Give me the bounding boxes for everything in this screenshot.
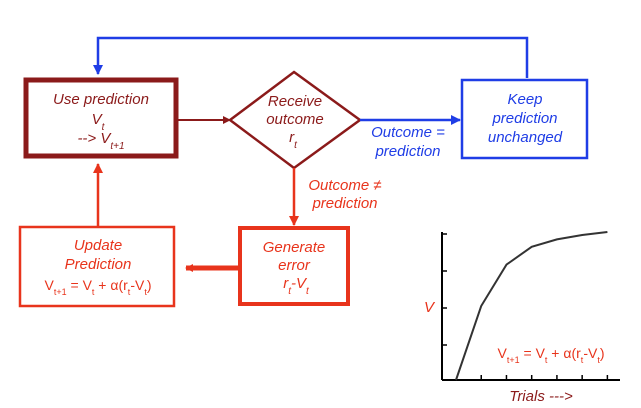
keep-line3: unchanged xyxy=(488,129,563,146)
receive-rt: rt xyxy=(289,129,298,151)
learning-curve-line xyxy=(455,231,608,381)
use-prediction-vt: Vt xyxy=(92,111,106,133)
use-prediction-next: --> Vt+1 xyxy=(77,130,124,152)
update-formula: Vt+1 = Vt + α(rt-Vt) xyxy=(45,277,152,297)
use-prediction-title: Use prediction xyxy=(53,91,149,108)
update-line2: Prediction xyxy=(65,256,132,273)
chart-x-label: Trials ---> xyxy=(509,388,573,405)
chart-ticks xyxy=(442,233,609,380)
generate-error-formula: rt-Vt xyxy=(283,275,310,297)
keep-line1: Keep xyxy=(507,91,542,108)
update-line1: Update xyxy=(74,237,122,254)
outcome-equal-line1: Outcome = xyxy=(371,124,445,141)
receive-line1: Receive xyxy=(268,93,322,110)
generate-line1: Generate xyxy=(263,239,326,256)
outcome-equal-line2: prediction xyxy=(374,143,440,160)
receive-line2: outcome xyxy=(266,111,324,128)
use-prediction-box xyxy=(23,77,179,159)
keep-line2: prediction xyxy=(491,110,557,127)
keep-prediction-box xyxy=(460,78,589,160)
chart-y-label: V xyxy=(424,299,436,316)
feedback-loop-arrow xyxy=(93,36,529,78)
chart-formula: Vt+1 = Vt + α(rt-Vt) xyxy=(498,345,605,365)
outcome-not-equal-line1: Outcome ≠ xyxy=(308,177,381,194)
generate-line2: error xyxy=(278,257,311,274)
outcome-not-equal-line2: prediction xyxy=(311,195,377,212)
learning-curve-chart: V Trials ---> Vt+1 = Vt + α(rt-Vt) xyxy=(424,231,620,405)
